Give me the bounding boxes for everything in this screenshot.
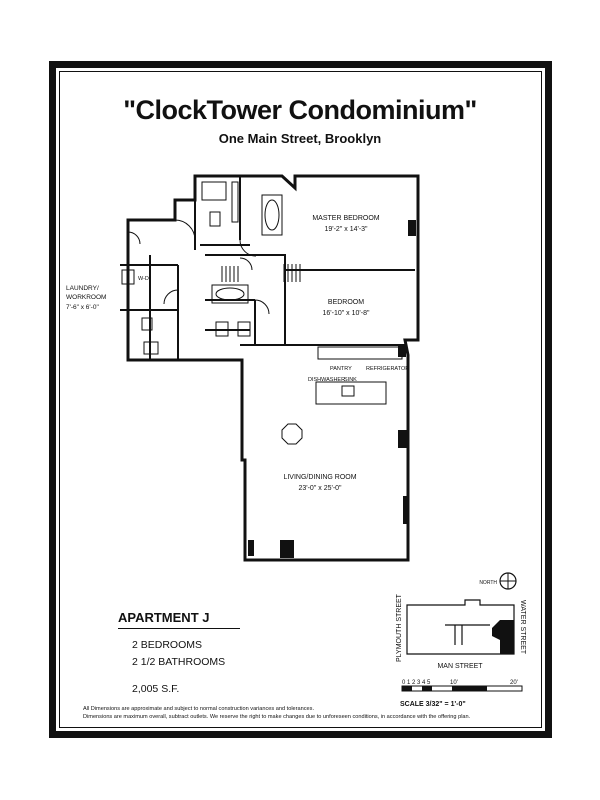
scale-label: SCALE 3/32" = 1'-0" xyxy=(400,701,466,708)
scale-ticks: 0 1 2 3 4 5 xyxy=(402,680,431,686)
column xyxy=(280,540,294,558)
dishwasher-label: DISHWASHER xyxy=(308,377,345,383)
building-address: One Main Street, Brooklyn xyxy=(218,131,382,146)
inner-border xyxy=(59,71,542,728)
plymouth-street-label: PLYMOUTH STREET xyxy=(396,593,403,662)
powder-toilet xyxy=(141,317,153,331)
exterior-walls xyxy=(126,174,420,562)
pantry-label: PANTRY xyxy=(330,366,352,372)
master-shower xyxy=(201,181,227,201)
bathroom-count: 2 1/2 BATHROOMS xyxy=(132,656,226,668)
living-label: LIVING/DINING ROOM xyxy=(283,474,356,481)
wd-label: W-D xyxy=(138,276,149,282)
key-plan-unit-highlight xyxy=(500,620,514,654)
scale-20: 20' xyxy=(510,680,518,686)
laundry-label-1: LAUNDRY/ xyxy=(66,285,99,292)
living-dims: 23'-0" x 25'-0" xyxy=(298,485,342,492)
laundry-label-2: WORKROOM xyxy=(66,294,106,301)
outer-border xyxy=(49,61,552,738)
refrigerator-label: REFRIGERATOR xyxy=(366,366,409,372)
sink-box xyxy=(341,385,355,397)
square-footage: 2,005 S.F. xyxy=(132,683,180,695)
kitchen-island xyxy=(315,381,387,405)
master-vanity xyxy=(231,181,239,223)
hall-sink xyxy=(237,321,251,337)
column xyxy=(408,220,416,236)
column xyxy=(398,430,408,448)
disclaimer-line-1: All Dimensions are approximate and subje… xyxy=(83,706,315,712)
master-bedroom-label: MASTER BEDROOM xyxy=(312,215,379,222)
hall-toilet xyxy=(215,321,229,337)
column xyxy=(248,540,254,556)
building-title: "ClockTower Condominium" xyxy=(123,95,477,125)
hall-tub xyxy=(211,284,249,304)
column xyxy=(403,496,409,524)
water-street-label: WATER STREET xyxy=(519,600,526,655)
bedroom-dims: 16'-10" x 10'-8" xyxy=(323,310,370,317)
sink-label: SINK xyxy=(344,377,357,383)
dining-table xyxy=(281,423,303,445)
man-street-label: MAN STREET xyxy=(437,663,483,670)
north-label: NORTH xyxy=(479,580,497,586)
hall-tub-basin xyxy=(215,287,245,301)
master-toilet xyxy=(209,211,221,227)
washer-dryer xyxy=(121,269,135,285)
door-swings xyxy=(127,219,270,315)
disclaimer-line-2: Dimensions are maximum overall, subtract… xyxy=(83,714,471,720)
column xyxy=(398,345,406,357)
graphic-scale xyxy=(401,685,523,692)
closet-rods xyxy=(221,264,301,282)
powder-sink xyxy=(143,341,159,355)
master-tub xyxy=(261,194,283,236)
bedroom-count: 2 BEDROOMS xyxy=(132,639,203,651)
bedroom-label: BEDROOM xyxy=(328,299,364,306)
apartment-name: APARTMENT J xyxy=(118,610,210,625)
scale-10: 10' xyxy=(450,680,458,686)
master-tub-basin xyxy=(264,199,280,231)
apartment-divider xyxy=(118,628,240,629)
master-bedroom-dims: 19'-2" x 14'-3" xyxy=(324,226,368,233)
key-plan-building xyxy=(406,599,515,655)
key-plan-courtyard xyxy=(445,624,490,645)
key-plan-unit-notch xyxy=(492,620,500,640)
laundry-dims: 7'-6" x 6'-0" xyxy=(66,304,99,311)
